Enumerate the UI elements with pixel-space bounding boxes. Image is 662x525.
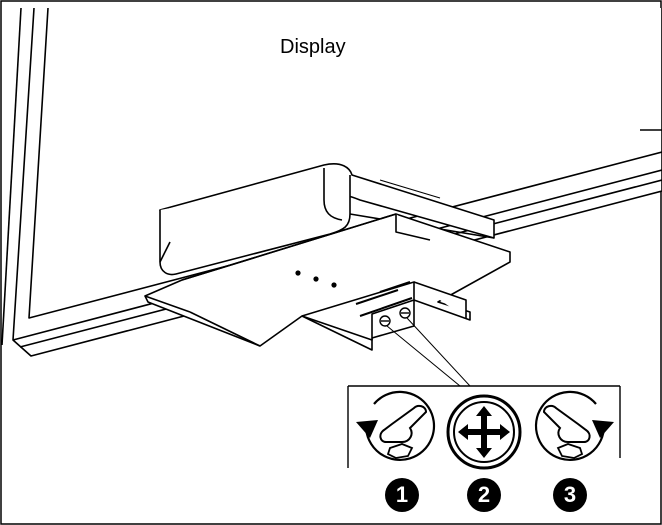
- step-number-2: 2: [467, 478, 501, 512]
- callout-leader-lines: [386, 317, 471, 387]
- step-number-3: 3: [553, 478, 587, 512]
- adjust-position-icon: [446, 394, 522, 470]
- tighten-screw-icon: [534, 390, 614, 461]
- callout-box: [347, 385, 621, 468]
- camera-device: [159, 163, 495, 276]
- loosen-screw-icon: [356, 390, 436, 461]
- screws: [379, 307, 411, 327]
- mounting-bracket: [144, 213, 511, 351]
- step-number-1: 1: [385, 478, 419, 512]
- display-label: Display: [280, 36, 346, 58]
